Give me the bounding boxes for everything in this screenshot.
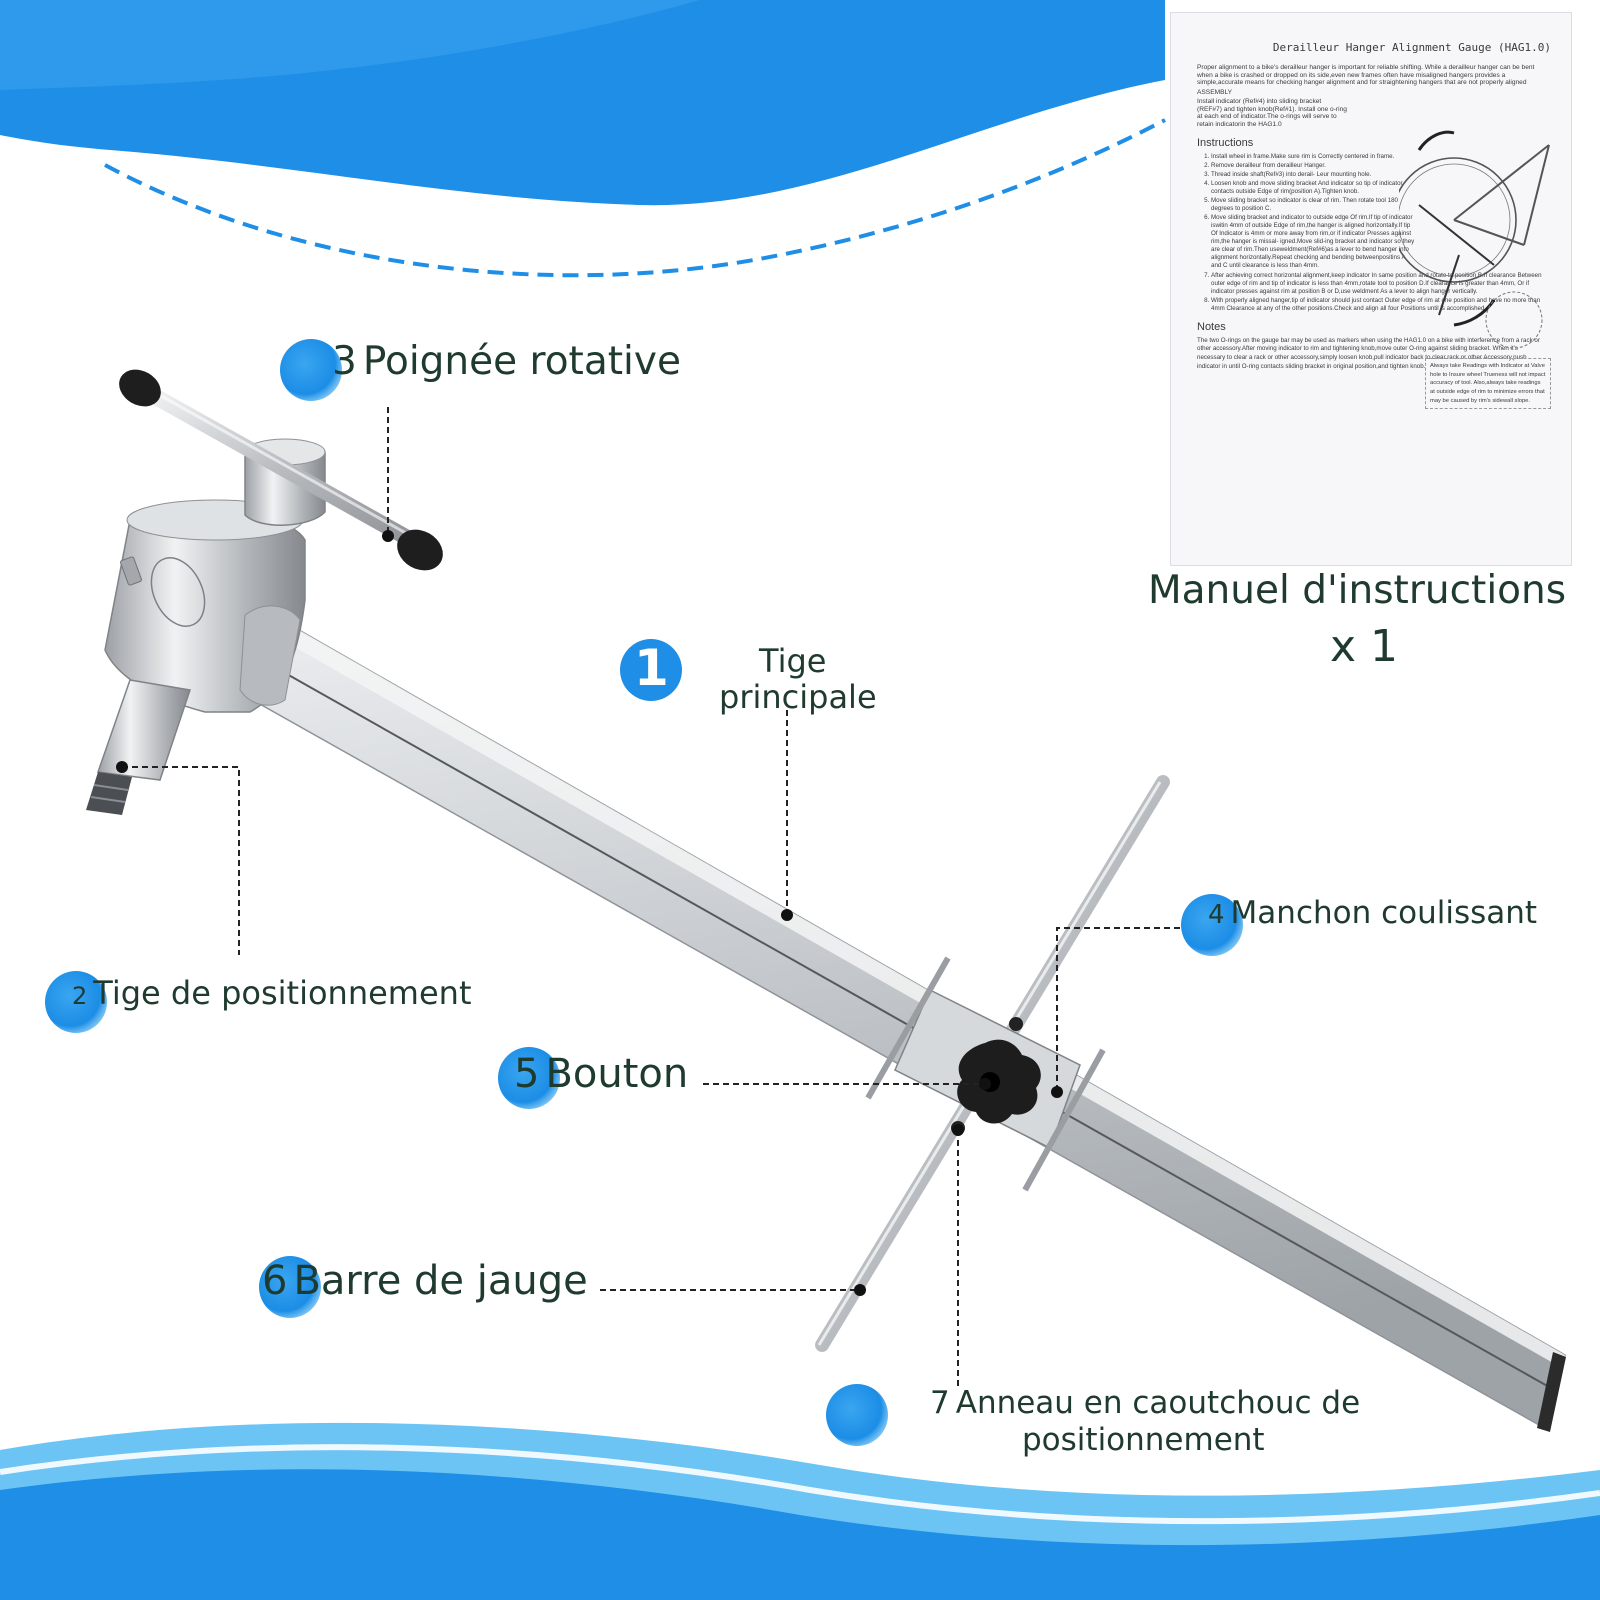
thread-line-1 [93,784,129,791]
label-number: 4 [1208,900,1225,930]
label-tige-line1: Tige [759,642,827,680]
leader-tige-positionnement-dot [116,761,128,773]
leader-manchon [1056,927,1180,1092]
instruction-manual-page: Derailleur Hanger Alignment Gauge (HAG1.… [1170,12,1572,566]
handle-rod-shine [139,382,421,543]
handle-rod [132,380,428,553]
manual-bike-illustration [1399,130,1550,349]
head-side-screw [120,556,142,586]
bottom-wave-white-stripe [0,1444,1600,1525]
label-number: 5 [514,1051,540,1097]
label-anneau-line2: positionnement [1022,1422,1265,1458]
manual-step: Move sliding bracket so indicator is cle… [1211,197,1416,213]
marker-dot-3 [280,339,342,401]
label-text: Bouton [545,1051,689,1097]
manual-step: Loosen knob and move sliding bracket And… [1211,180,1416,196]
gauge-bar-oring-top [1009,1017,1023,1031]
leader-barre-dot [854,1284,866,1296]
handle-cap-right [397,529,443,571]
marker-dot-2 [45,971,107,1033]
sleeve-flange-right [1022,1048,1106,1192]
leader-tige-positionnement [122,766,240,955]
manual-steps: Install wheel in frame.Make sure rim is … [1197,153,1542,313]
manual-intro: Proper alignment to a bike's derailleur … [1197,64,1535,87]
label-number-1: 1 [634,639,669,697]
manual-notes-text: The two O-rings on the gauge bar may be … [1197,336,1540,370]
manual-caption: Manuel d'instructions [1148,568,1567,613]
manual-title: Derailleur Hanger Alignment Gauge (HAG1.… [1272,41,1551,54]
manual-step: Thread inside shaft(Ref#3) into derail- … [1211,171,1416,179]
marker-dot-5 [498,1047,560,1109]
manual-step: Install wheel in frame.Make sure rim is … [1211,153,1416,161]
label-text: Tige de positionnement [93,974,472,1012]
manual-notes-heading: Notes [1197,320,1226,333]
manual-step: Move sliding bracket and indicator to ou… [1211,214,1416,270]
marker-dot-6 [259,1256,321,1318]
manual-step: Remove derailleur from derailleur Hanger… [1211,162,1416,170]
manual-assembly-title: ASSEMBLY [1197,88,1233,96]
main-bar-shape [233,616,1566,1432]
main-bar-top-face [270,618,1565,1368]
main-bar-end-cap [1537,1352,1566,1432]
positioning-thread [86,772,132,815]
manual-assembly-text: Install indicator (Ref#4) into sliding b… [1197,98,1347,129]
label-number: 2 [72,982,88,1010]
leader-anneau-dot [952,1124,964,1136]
sleeve-flange-left [865,956,951,1100]
handle-cap-left [119,369,161,407]
label-text: Poignée rotative [362,339,681,384]
manual-instructions-heading: Instructions [1197,136,1254,149]
manual-quantity: x 1 [1330,621,1399,672]
top-wave-highlight [0,0,700,90]
label-text: Manchon coulissant [1230,895,1538,931]
head-weld [239,605,301,706]
leader-manchon-dot [1051,1086,1063,1098]
label-number: 6 [262,1258,288,1304]
marker-dot-4 [1181,894,1243,956]
leader-bouton-dot [979,1078,991,1090]
manual-step: After achieving correct horizontal align… [1211,272,1551,296]
leader-tige-principale-dot [781,909,793,921]
label-text: Barre de jauge [293,1258,588,1304]
positioning-shaft [96,679,191,781]
hub-cylinder [244,451,326,526]
manual-side-note: Always take Readings with Indicator at V… [1425,358,1551,410]
marker-dot-1 [620,639,682,701]
label-tige-line2: principale [719,678,877,716]
leader-poignee-dot [382,530,394,542]
manual-step: With properly aligned hanger,tip of indi… [1211,297,1551,313]
label-number: 3 [332,339,357,384]
label-text: Anneau en caoutchouc de [955,1385,1361,1421]
top-dashed-arc [104,118,1166,278]
marker-dot-7 [826,1384,888,1446]
label-number: 7 [930,1385,950,1421]
head-stamp [150,557,206,627]
thread-line-2 [90,796,126,803]
bottom-wave-dark [0,1469,1600,1600]
